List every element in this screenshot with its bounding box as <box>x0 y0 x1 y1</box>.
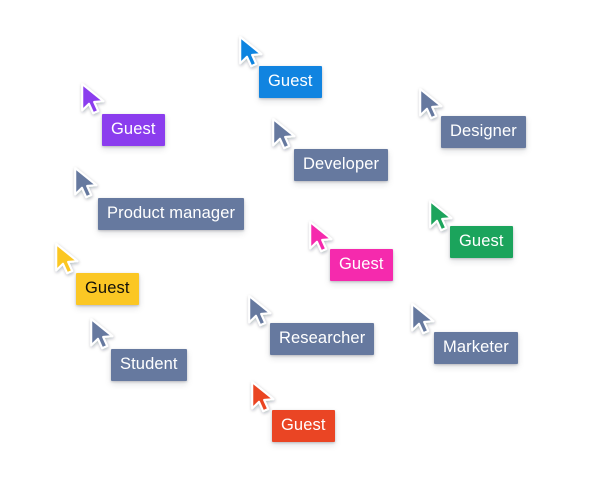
cursor-name-label: Guest <box>330 249 393 281</box>
cursor-name-label: Product manager <box>98 198 245 230</box>
cursor-arrow-icon <box>81 83 105 115</box>
cursor-arrow-icon <box>239 36 263 68</box>
cursor-name-label: Marketer <box>434 332 518 364</box>
cursor-name-label: Researcher <box>270 323 375 355</box>
cursor-name-label: Guest <box>272 410 335 442</box>
cursor-name-label: Guest <box>76 273 139 305</box>
cursor-arrow-icon <box>90 318 114 350</box>
cursor-arrow-icon <box>411 303 435 335</box>
cursor-name-label: Guest <box>450 226 513 258</box>
cursor-name-label: Student <box>111 349 187 381</box>
cursor-arrow-icon <box>272 118 296 150</box>
cursor-arrow-icon <box>74 167 98 199</box>
cursor-name-label: Designer <box>441 116 526 148</box>
cursor-arrow-icon <box>55 243 79 275</box>
cursor-name-label: Developer <box>294 149 389 181</box>
cursor-arrow-icon <box>251 381 275 413</box>
cursor-name-label: Guest <box>259 66 322 98</box>
cursor-name-label: Guest <box>102 114 165 146</box>
